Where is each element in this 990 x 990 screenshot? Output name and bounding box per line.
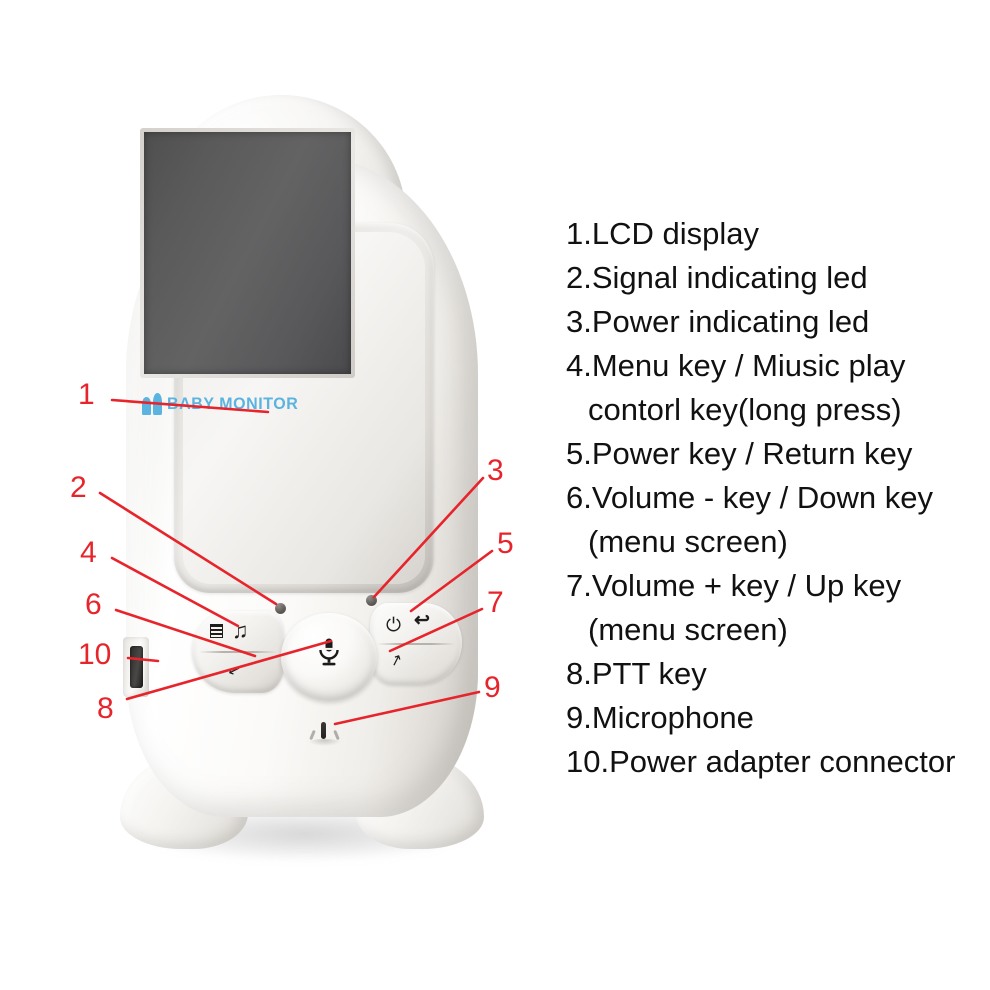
return-arrow-icon: ↩ [414,610,430,631]
legend-item: 10.Power adapter connector [566,744,956,779]
callout-number-6: 6 [85,588,102,621]
microphone-icon [316,638,342,673]
callout-number-10: 10 [78,638,112,671]
legend-item: 4.Menu key / Miusic play [566,348,906,383]
callout-number-1: 1 [78,378,95,411]
music-note-icon: ♫ [232,618,249,643]
power-return-volume-up-button[interactable]: ⏻ ↩ ↗ [370,603,462,685]
arrow-up-icon: ↗ [387,650,405,671]
brand-name: BABY MONITOR [167,394,299,413]
power-indicating-led [366,595,377,606]
brand-logo: BABY MONITOR [142,391,358,417]
legend-item: 9.Microphone [566,700,754,735]
power-adapter-connector[interactable] [130,646,143,688]
menu-music-volume-down-button[interactable]: ♫ ↙ [192,611,284,693]
mic-slot [321,722,326,739]
menu-list-icon [210,624,223,638]
legend-item: 5.Power key / Return key [566,436,913,471]
baby-monitor-device: BABY MONITOR ♫ ↙ ⏻ ↩ ↗ [118,95,493,865]
ptt-button[interactable] [272,605,386,709]
callout-number-5: 5 [497,527,514,560]
legend-item: 2.Signal indicating led [566,260,868,295]
callout-number-2: 2 [70,471,87,504]
callout-number-8: 8 [97,692,114,725]
button-divider [199,651,277,654]
mic-recess [308,739,341,746]
legend-item: 8.PTT key [566,656,707,691]
legend-item: (menu screen) [588,524,788,559]
legend-item: contorl key(long press) [588,392,902,427]
callout-number-4: 4 [80,536,97,569]
mic-vent-right [333,729,340,741]
lcd-display [144,132,351,374]
callout-number-9: 9 [484,671,501,704]
arrow-down-icon: ↙ [225,660,243,681]
legend-item: 1.LCD display [566,216,759,251]
microphone-port [304,720,344,746]
baby-figures-icon [142,393,162,415]
callout-number-3: 3 [487,454,504,487]
callout-number-7: 7 [487,586,504,619]
signal-indicating-led [275,603,286,614]
button-divider [377,643,455,646]
legend-item: 7.Volume + key / Up key [566,568,902,603]
feature-legend: 1.LCD display 2.Signal indicating led 3.Po… [566,212,966,784]
lcd-bezel [140,128,355,378]
legend-item: (menu screen) [588,612,788,647]
power-icon: ⏻ [386,615,402,636]
legend-item: 6.Volume - key / Down key [566,480,933,515]
legend-item: 3.Power indicating led [566,304,870,339]
